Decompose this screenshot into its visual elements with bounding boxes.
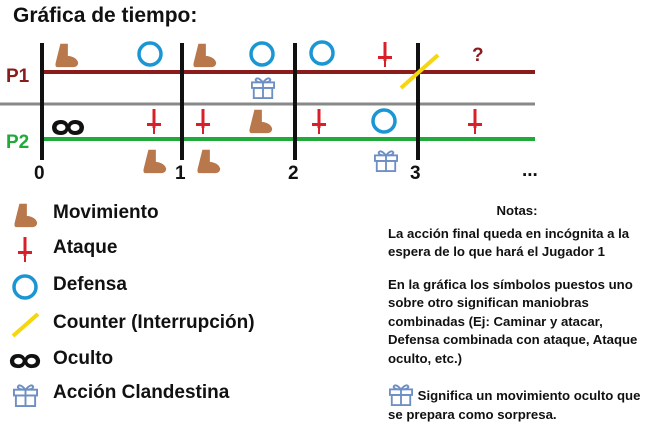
legend-label-movement: Movimiento bbox=[53, 202, 159, 223]
notes-title: Notas: bbox=[496, 203, 538, 218]
p1-circle-icon-2 bbox=[249, 41, 275, 67]
player-2-label: P2 bbox=[6, 132, 29, 153]
notes-paragraph-3: Significa un movimiento oculto que se pr… bbox=[388, 382, 646, 425]
dagger-icon bbox=[18, 237, 32, 262]
legend-label-clandestine: Acción Clandestina bbox=[53, 382, 230, 403]
player-1-label: P1 bbox=[6, 66, 30, 87]
p1-circle-icon-3 bbox=[309, 40, 335, 66]
p2-dagger-icon-4 bbox=[468, 109, 482, 134]
p1-circle-icon-1 bbox=[137, 41, 163, 67]
counter-slash bbox=[399, 53, 440, 90]
legend-label-attack: Ataque bbox=[53, 237, 118, 258]
p1-footprint-icon-2 bbox=[193, 43, 217, 68]
tick-label-0: 0 bbox=[34, 163, 45, 184]
legend-label-defense: Defensa bbox=[53, 274, 127, 295]
p2-footprint-icon-3 bbox=[249, 109, 273, 134]
p2-dagger-icon-1 bbox=[147, 109, 161, 134]
notes-panel: Notas: La acción final queda en incógnit… bbox=[388, 202, 646, 425]
diagram-title: Gráfica de tiempo: bbox=[13, 4, 198, 27]
p1-footprint-icon-1 bbox=[55, 43, 79, 68]
p2-gift-icon bbox=[373, 150, 399, 172]
p2-dagger-icon-3 bbox=[312, 109, 326, 134]
circle-icon bbox=[12, 274, 38, 300]
legend-label-counter: Counter (Interrupción) bbox=[53, 312, 255, 333]
notes-paragraph-2: En la gráfica los símbolos puestos uno s… bbox=[388, 276, 638, 366]
tick-label-1: 1 bbox=[175, 163, 186, 184]
axis-ellipsis: ... bbox=[522, 160, 538, 181]
tick-label-3: 3 bbox=[410, 163, 421, 184]
p2-footprint-icon-1 bbox=[143, 149, 167, 174]
p2-mask-icon bbox=[52, 120, 84, 135]
notes-paragraph-1: La acción final queda en incógnita a la … bbox=[388, 225, 630, 260]
p1-unknown-mark: ? bbox=[472, 45, 484, 66]
notes-paragraph-3-text: Significa un movimiento oculto que se pr… bbox=[388, 388, 641, 422]
mask-icon bbox=[9, 353, 41, 369]
p1-dagger-icon bbox=[378, 42, 392, 67]
slash-icon bbox=[11, 312, 40, 338]
p2-circle-icon bbox=[371, 108, 397, 134]
p1-gift-icon bbox=[250, 77, 276, 99]
legend-label-hidden: Oculto bbox=[53, 348, 114, 369]
tick-label-2: 2 bbox=[288, 163, 299, 184]
gift-icon bbox=[12, 384, 39, 407]
footprint-icon bbox=[14, 203, 38, 228]
gift-icon bbox=[388, 384, 414, 406]
p2-footprint-icon-2 bbox=[197, 149, 221, 174]
p2-dagger-icon-2 bbox=[196, 109, 210, 134]
